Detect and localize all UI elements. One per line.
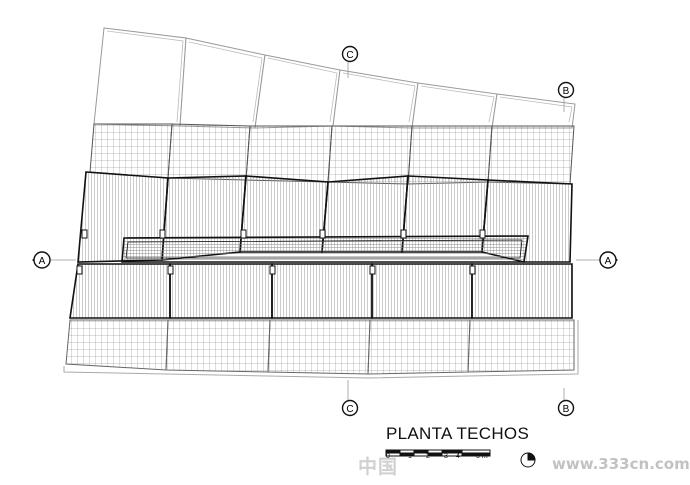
watermark-left: 中国	[358, 456, 399, 478]
section-marker-a-right: A	[599, 251, 618, 269]
lower-striped-band	[69, 263, 573, 319]
lower-grid-band	[65, 319, 575, 375]
north-arrow	[520, 452, 536, 468]
roof-plan-drawing: A A B B C C	[32, 27, 618, 468]
central-skylight	[121, 235, 529, 263]
upper-slabs	[93, 27, 576, 129]
section-label-a-right: A	[605, 256, 612, 267]
section-label-a-left: A	[39, 256, 46, 267]
scale-label-3: 3	[444, 453, 448, 460]
scale-label-0: 0	[386, 453, 390, 460]
upper-grid-band	[89, 123, 575, 185]
section-marker-c-bottom: C	[341, 399, 359, 417]
scale-bar	[385, 449, 491, 457]
section-marker-b-bottom: B	[557, 399, 575, 417]
section-marker-a-left: A	[32, 251, 51, 269]
scale-label-1: 1	[408, 453, 412, 460]
scale-label-4: 4	[456, 453, 460, 460]
watermark-right: www.333cn.com	[552, 455, 690, 473]
section-label-c-bottom: C	[346, 404, 353, 415]
section-marker-b-top: B	[557, 81, 575, 99]
section-label-b-bottom: B	[563, 404, 570, 415]
section-marker-c-top: C	[341, 45, 359, 63]
section-label-c-top: C	[346, 50, 353, 61]
middle-striped-band	[77, 171, 573, 263]
roof-vents	[76, 229, 486, 275]
section-label-b-top: B	[563, 86, 570, 97]
drawing-title: PLANTA TECHOS	[386, 424, 530, 443]
scale-unit-label: 5 m	[476, 453, 488, 460]
scale-label-2: 2	[426, 453, 430, 460]
